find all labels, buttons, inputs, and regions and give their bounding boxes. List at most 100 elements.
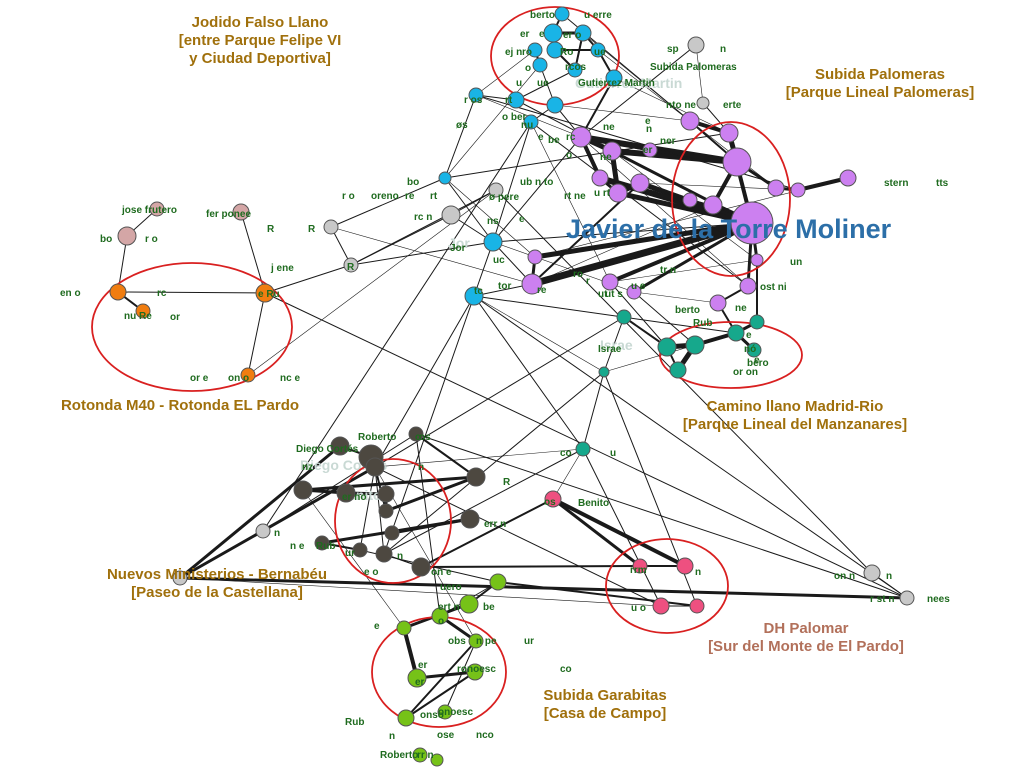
rider-label: ronoesc xyxy=(457,664,496,675)
edge xyxy=(580,44,697,138)
edge xyxy=(415,433,477,478)
rider-label: o xyxy=(438,616,444,627)
rider-node xyxy=(574,24,592,42)
rider-node xyxy=(365,457,385,477)
rider-label: nu xyxy=(521,120,533,131)
segment-label-ministerios: Nuevos Ministerios - Bernabéu [Paseo de … xyxy=(72,566,362,602)
edge xyxy=(444,64,541,179)
rider-label: un xyxy=(790,257,802,268)
rider-label: rrm xyxy=(630,565,647,576)
rider-label: nu Re xyxy=(124,311,152,322)
rider-label: Gutierrez Martin xyxy=(578,78,655,89)
rider-node xyxy=(590,42,606,58)
rider-label: R xyxy=(347,262,355,273)
rider-label: err n xyxy=(484,519,506,530)
edge xyxy=(262,433,417,532)
edge xyxy=(383,448,584,555)
rider-label: o xyxy=(415,432,421,443)
rider-label: u e xyxy=(631,281,646,292)
segment-label-palomar: DH Palomar [Sur del Monte de El Pardo] xyxy=(676,620,936,656)
rider-node xyxy=(839,169,857,187)
rider-label: u rt xyxy=(594,188,611,199)
edge xyxy=(264,264,352,294)
rider-label: re xyxy=(405,191,415,202)
rider-node xyxy=(546,41,564,59)
edge xyxy=(473,241,494,297)
rider-node xyxy=(397,709,415,727)
edge xyxy=(383,371,605,555)
rider-node xyxy=(591,169,609,187)
rider-node xyxy=(669,361,687,379)
segment-location-2: y Ciudad Deportiva] xyxy=(189,50,331,67)
edge xyxy=(608,221,754,284)
edge xyxy=(330,177,446,228)
edge xyxy=(633,291,696,346)
rider-node xyxy=(384,525,400,541)
rider-node xyxy=(899,590,915,606)
rider-node xyxy=(109,283,127,301)
edge xyxy=(495,189,873,574)
segment-location: [Casa de Campo] xyxy=(543,705,667,722)
rider-label: ut xyxy=(598,289,608,300)
rider-node xyxy=(608,183,628,203)
rider-label: onoesc xyxy=(438,707,473,718)
edge xyxy=(420,565,641,568)
rider-node xyxy=(626,284,642,300)
rider-label: nco xyxy=(476,730,494,741)
rider-node xyxy=(314,535,330,551)
rider-label: Rub xyxy=(345,717,364,728)
rider-label: bo xyxy=(407,177,419,188)
rider-node xyxy=(255,523,271,539)
rider-label: co xyxy=(560,664,572,675)
segment-location: [Paseo de la Castellana] xyxy=(131,584,303,601)
edge xyxy=(695,44,704,104)
rider-node xyxy=(464,286,484,306)
rider-node xyxy=(430,753,444,767)
ghost-name: Gutierrez Martin xyxy=(575,75,682,91)
edge xyxy=(444,94,477,179)
rider-label: obs xyxy=(448,636,466,647)
rider-label: r os xyxy=(464,95,483,106)
segment-name: Subida Palomeras xyxy=(814,66,946,83)
rider-node xyxy=(523,114,539,130)
rider-label: e xyxy=(374,621,380,632)
rider-label: os xyxy=(544,497,556,508)
rider-label: or on xyxy=(733,367,758,378)
segment-location: [entre Parque Felipe VI xyxy=(178,32,342,49)
rider-node xyxy=(135,303,151,319)
rider-label: n xyxy=(418,462,424,473)
featured-rider-name: Javier de la Torre Moliner xyxy=(566,214,892,244)
segment-label-garabitas: Subida Garabitas [Casa de Campo] xyxy=(500,687,710,723)
segment-label-jodido: Jodido Falso Llano [entre Parque Felipe … xyxy=(150,14,370,68)
rider-node xyxy=(719,123,739,143)
rider-label: rc n xyxy=(414,212,432,223)
rider-label: uero xyxy=(440,582,462,593)
edge xyxy=(302,489,405,629)
rider-label: er no xyxy=(342,492,366,503)
rider-label: Rub xyxy=(316,541,335,552)
rider-label: n xyxy=(695,567,701,578)
rider-label: e xyxy=(519,214,525,225)
rider-node xyxy=(521,273,543,295)
rider-label: n xyxy=(886,571,892,582)
rider-node xyxy=(632,558,648,574)
rider-label: or e xyxy=(190,373,209,384)
rider-label: fer ponee xyxy=(206,209,251,220)
rider-node xyxy=(232,203,250,221)
rider-node xyxy=(676,557,694,575)
rider-node xyxy=(437,704,453,720)
rider-label: u erre xyxy=(584,10,612,21)
rider-node xyxy=(605,69,623,87)
rider-label: tor xyxy=(498,281,511,292)
ghost-name: Jor xyxy=(448,235,470,251)
rider-label: ub n to xyxy=(520,177,553,188)
rider-node xyxy=(343,257,359,273)
rider-node xyxy=(575,441,591,457)
rider-label: ns xyxy=(487,216,499,227)
segment-location: [Sur del Monte de El Pardo] xyxy=(708,638,904,655)
rider-label: uc xyxy=(493,255,505,266)
rider-label: ro xyxy=(522,47,532,58)
rider-node xyxy=(730,201,774,245)
rider-label: on e xyxy=(431,567,452,578)
rider-node xyxy=(685,335,705,355)
